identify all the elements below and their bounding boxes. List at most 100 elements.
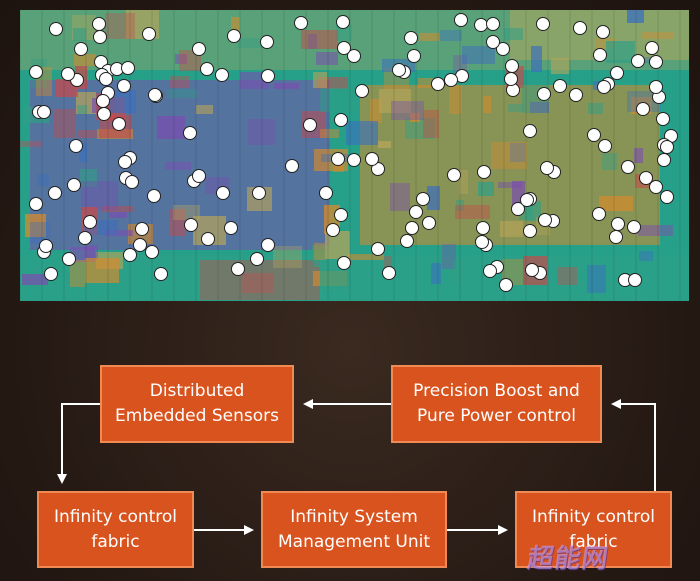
sensor-marker	[44, 267, 58, 281]
die-tile	[639, 251, 653, 261]
die-tile	[30, 222, 50, 244]
sensor-marker	[649, 180, 663, 194]
sensor-marker	[331, 152, 345, 166]
sensor-marker	[183, 126, 197, 140]
die-tile	[196, 105, 213, 114]
sensor-marker	[192, 169, 206, 183]
sensor-marker	[319, 186, 333, 200]
sensor-marker	[598, 139, 612, 153]
sensor-marker	[62, 252, 76, 266]
node-infinity-control-fabric-left: Infinity control fabric	[37, 491, 194, 568]
sensor-marker	[69, 139, 83, 153]
die-tile	[84, 245, 98, 259]
sensor-marker	[660, 140, 674, 154]
die-tile	[320, 88, 356, 112]
die-tile	[248, 119, 275, 145]
sensor-marker	[477, 165, 491, 179]
die-tile	[478, 182, 494, 196]
die-tile	[77, 105, 87, 114]
sensor-marker	[596, 25, 610, 39]
die-tile	[73, 28, 86, 41]
sensor-marker	[135, 222, 149, 236]
die-tile	[346, 121, 378, 145]
die-tile	[449, 85, 462, 114]
sensor-marker	[593, 48, 607, 62]
sensor-markers	[29, 13, 678, 292]
sensor-marker	[261, 238, 275, 252]
sensor-marker	[504, 72, 518, 86]
die-tile	[551, 58, 569, 74]
die-tile	[20, 141, 41, 147]
sensor-marker	[553, 79, 567, 93]
sensor-marker	[371, 242, 385, 256]
sensor-marker	[347, 49, 361, 63]
die-tile	[510, 143, 525, 162]
die-tile	[37, 174, 49, 186]
die-tile	[101, 206, 134, 212]
sensor-marker	[92, 17, 106, 31]
node-label-line: Infinity System	[290, 506, 418, 527]
die-tile	[53, 109, 75, 138]
die-tile	[378, 141, 391, 148]
sensor-marker	[133, 238, 147, 252]
sensor-marker	[215, 68, 229, 82]
sensor-marker	[67, 178, 81, 192]
die-tile	[320, 129, 339, 138]
die-tile	[638, 225, 673, 236]
sensor-marker	[93, 30, 107, 44]
sensor-marker	[499, 278, 513, 292]
die-tile	[456, 200, 464, 211]
sensor-marker	[523, 124, 537, 138]
die-tile	[634, 148, 643, 163]
node-label-line: fabric	[91, 531, 140, 552]
die-tile	[453, 260, 466, 284]
die-tile	[498, 182, 522, 188]
die-tile	[379, 89, 411, 113]
sensor-marker	[125, 175, 139, 189]
sensor-marker	[61, 67, 75, 81]
die-tile	[173, 205, 200, 220]
sensor-marker	[29, 65, 43, 79]
sensor-marker	[260, 35, 274, 49]
sensor-marker	[628, 273, 642, 287]
die-tile	[237, 38, 265, 48]
node-precision-boost: Precision Boost and Pure Power control	[391, 365, 602, 443]
sensor-marker	[454, 13, 468, 27]
sensor-marker	[334, 208, 348, 222]
die-tile	[643, 57, 654, 63]
die-tile	[440, 30, 462, 41]
sensor-marker	[142, 27, 156, 41]
die-tile	[274, 83, 299, 89]
sensor-marker	[392, 63, 406, 77]
sensor-marker	[645, 41, 659, 55]
die-tile	[483, 96, 491, 113]
sensor-marker	[649, 80, 663, 94]
node-label-line: Infinity control	[531, 506, 656, 527]
node-label-line: Pure Power control	[417, 406, 576, 426]
die-tile	[455, 205, 490, 219]
sensor-marker	[74, 42, 88, 56]
die-tile	[423, 110, 439, 138]
die-tile	[642, 32, 674, 39]
sensor-marker	[475, 235, 489, 249]
die-tile	[109, 212, 127, 218]
die-tile	[169, 209, 186, 236]
sensor-marker	[148, 88, 162, 102]
node-distributed-embedded-sensors: Distributed Embedded Sensors	[100, 365, 294, 443]
die-tile	[348, 254, 384, 260]
sensor-marker	[97, 107, 111, 121]
die-tile	[606, 41, 635, 63]
die-tile	[459, 170, 468, 194]
sensor-marker	[486, 17, 500, 31]
node-label-line: Distributed	[149, 381, 245, 401]
sensor-marker	[476, 221, 490, 235]
sensor-marker	[523, 224, 537, 238]
sensor-marker	[347, 153, 361, 167]
sensor-marker	[656, 112, 670, 126]
sensor-marker	[587, 128, 601, 142]
die-tile	[157, 116, 185, 139]
sensor-marker	[112, 117, 126, 131]
sensor-marker	[37, 105, 51, 119]
die-tile	[602, 153, 617, 170]
